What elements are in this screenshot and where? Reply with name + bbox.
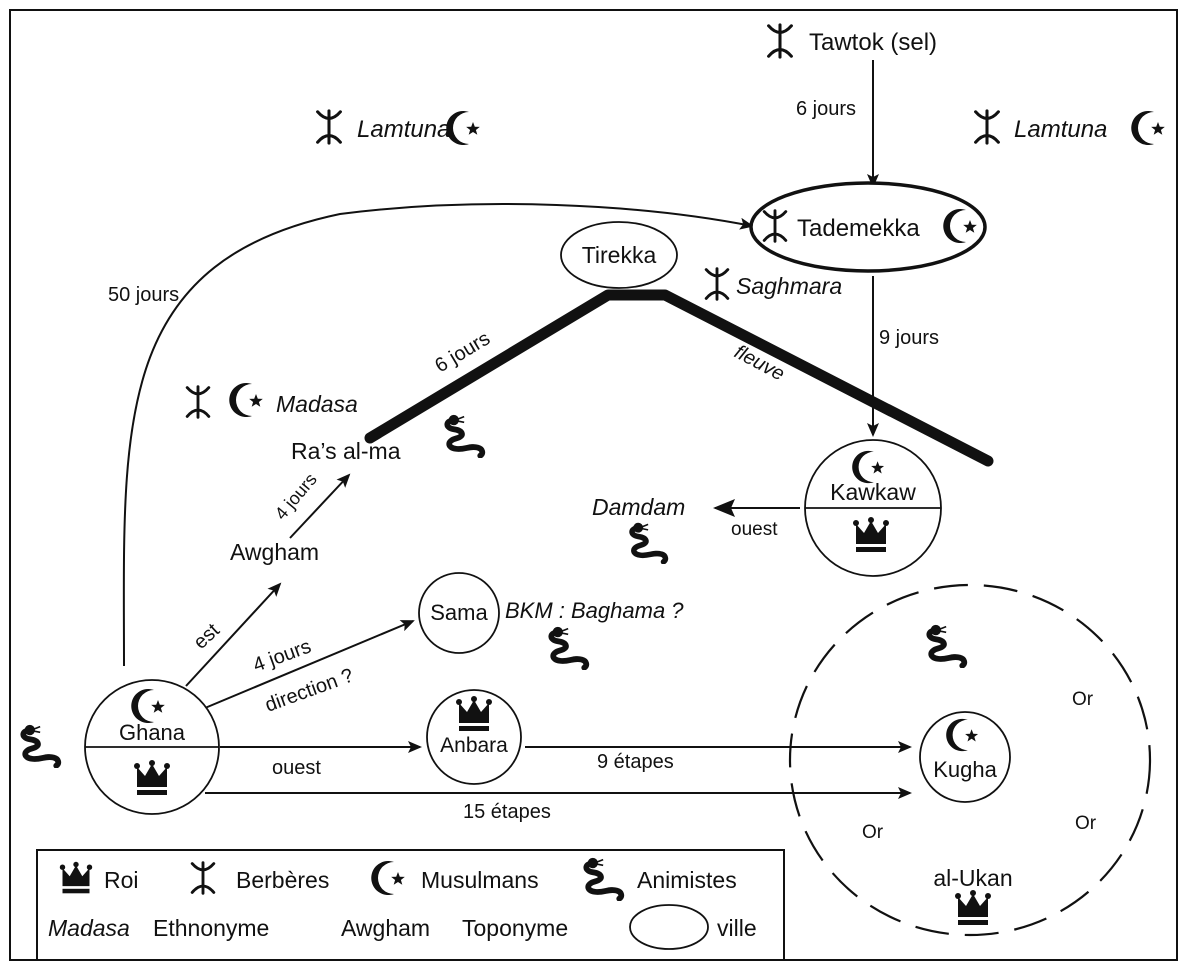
route-label-6-jours-tawtok: 6 jours [796,98,856,120]
gold-label: Or [862,822,884,843]
gold-label: Or [1072,689,1094,710]
city-kugha-circle [919,711,1011,803]
legend-animistes: Animistes [637,867,737,893]
city-anbara-circle [426,689,522,785]
route-label-4-jours-sama: 4 jours [250,635,314,676]
place-tademekka: Tademekka [797,215,920,242]
route-awgham-rasalma [289,473,351,539]
legend-roi: Roi [104,867,139,893]
berber-icon [767,23,793,59]
route-label-est: est [189,619,224,654]
people-lamtuna-right: Lamtuna [1014,116,1107,143]
place-tawtok: Tawtok (sel) [809,29,937,56]
city-tirekka-ellipse [560,221,678,289]
animist-icon [632,523,665,562]
people-bkm: BKM : Baghama ? [505,598,684,623]
berber-icon [974,109,1000,145]
legend-ethnonyme: Ethnonyme [153,915,269,941]
muslim-icon [446,111,480,145]
legend-toponyme: Toponyme [462,915,568,941]
legend-ethnonyme-example: Madasa [48,915,130,941]
legend-berberes: Berbères [236,867,329,893]
place-tirekka: Tirekka [582,242,657,268]
place-al-ukan: al-Ukan [933,865,1012,891]
gold-label: Or [1075,813,1097,834]
route-label-9-etapes: 9 étapes [597,751,674,773]
animist-icon [447,415,482,456]
people-madasa: Madasa [276,391,358,417]
legend: Roi Berbères Musulmans Animistes Madasa … [36,849,785,961]
people-lamtuna-left: Lamtuna [357,116,450,143]
berber-icon [704,267,730,301]
place-ras-al-ma: Ra’s al-ma [291,438,401,464]
river-niger [364,289,994,467]
place-anbara: Anbara [440,734,508,757]
animist-icon [929,625,964,666]
route-ghana-tademekka [122,203,754,667]
route-label-15-etapes: 15 étapes [463,801,551,823]
legend-ville-ellipse [629,904,709,950]
city-tademekka-ellipse [749,181,987,273]
route-label-ouest-damdam: ouest [731,519,778,540]
legend-musulmans: Musulmans [421,867,539,893]
muslim-icon [229,383,263,417]
route-label-4-jours-awgham: 4 jours [271,469,321,523]
place-kawkaw: Kawkaw [830,479,916,505]
legend-ville: ville [717,915,757,941]
route-label-ouest-anbara: ouest [272,757,321,779]
route-label-9-jours: 9 jours [879,327,939,349]
crown-icon [955,890,991,925]
route-label-50-jours: 50 jours [108,284,179,306]
map-frame [9,9,1178,961]
animist-icon [551,627,586,668]
animist-icon [23,725,58,766]
place-awgham: Awgham [230,539,319,565]
legend-toponyme-example: Awgham [341,915,430,941]
route-label-direction: direction ? [262,664,356,716]
place-damdam: Damdam [592,494,685,520]
place-sama: Sama [430,600,488,625]
berber-icon [316,109,342,145]
muslim-icon [1131,111,1165,145]
place-ghana: Ghana [119,720,186,745]
city-sama-circle [418,572,500,654]
route-ghana-sama [204,620,415,709]
people-saghmara: Saghmara [736,273,842,299]
berber-icon [185,385,211,419]
gold-region-al-ukan [788,583,1152,937]
place-kugha: Kugha [933,757,997,782]
route-ghana-awgham [185,582,282,687]
